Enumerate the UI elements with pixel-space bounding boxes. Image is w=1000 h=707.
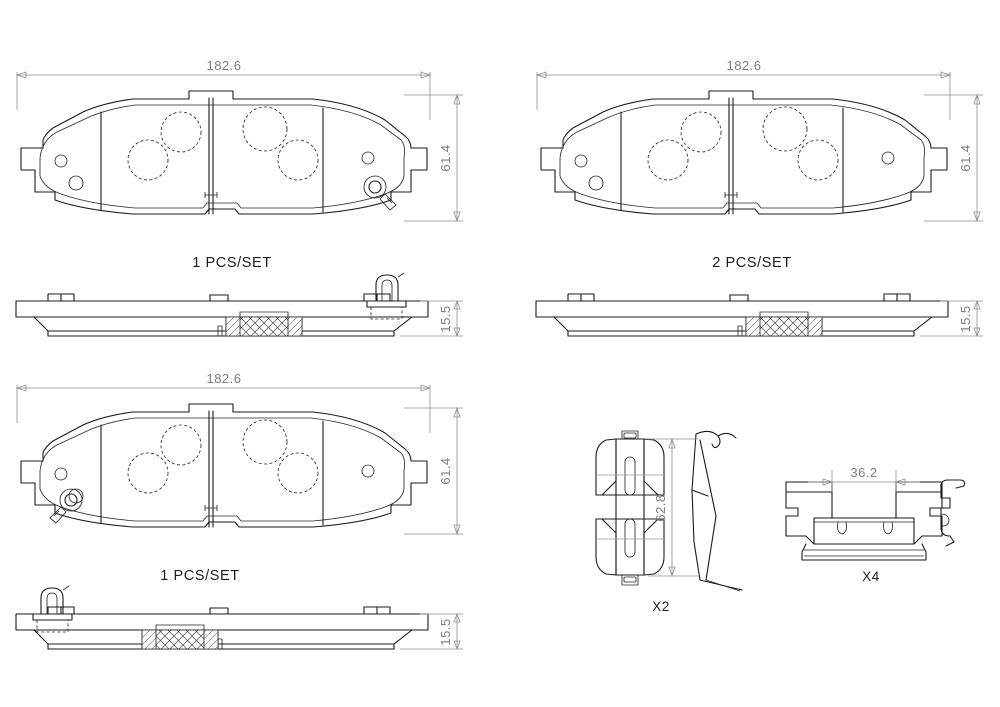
brake-pad-plan-a <box>20 90 428 215</box>
view-accessory-shim: 36.2 X4 <box>785 465 966 584</box>
dimension-thickness-top-left: 15.5 <box>400 299 463 338</box>
dimension-width-label: 182.6 <box>726 58 761 73</box>
view-top-left: 182.6 61.4 1 PCS/SET <box>15 58 463 338</box>
view-accessory-clip: 62.8 X2 <box>595 430 743 614</box>
dimension-height-bottom-left: 61.4 <box>404 406 463 536</box>
quantity-label-bottom-left: 1 PCS/SET <box>160 568 240 584</box>
abutment-shim-side <box>940 479 966 547</box>
view-bottom-left: 182.6 61.4 1 PCS/SET <box>15 371 463 651</box>
dimension-height-top-right: 61.4 <box>924 93 983 223</box>
dimension-clip-height-label: 62.8 <box>653 494 668 521</box>
dimension-width-top-right: 182.6 <box>535 58 952 120</box>
quantity-label-clip: X2 <box>652 599 670 614</box>
dimension-thickness-bottom-left: 15.5 <box>400 612 463 651</box>
quantity-label-shim: X4 <box>862 569 880 584</box>
dimension-width-label: 182.6 <box>206 58 241 73</box>
dimension-height-label: 61.4 <box>438 457 453 484</box>
dimension-width-top-left: 182.6 <box>15 58 432 120</box>
dimension-width-label: 182.6 <box>206 371 241 386</box>
dimension-thickness-label: 15.5 <box>958 305 973 332</box>
dimension-shim-width: 36.2 <box>808 465 920 492</box>
brake-pad-section-c <box>15 585 429 650</box>
wear-sensor-clip-a <box>366 272 407 320</box>
brake-pad-plan-c <box>20 403 428 528</box>
brake-pad-section-a <box>15 272 429 337</box>
dimension-clip-height: 62.8 <box>648 437 698 578</box>
dimension-width-bottom-left: 182.6 <box>15 371 432 433</box>
anti-rattle-clip-side <box>691 430 743 592</box>
anti-rattle-clip-front <box>595 430 665 586</box>
dimension-height-top-left: 61.4 <box>404 93 463 223</box>
dimension-thickness-top-right: 15.5 <box>920 299 983 338</box>
dimension-shim-width-label: 36.2 <box>850 465 877 480</box>
wear-sensor-clip-c <box>32 585 73 633</box>
quantity-label-top-right: 2 PCS/SET <box>712 255 792 271</box>
brake-pad-section-b <box>535 293 949 337</box>
dimension-height-label: 61.4 <box>438 144 453 171</box>
brake-pad-plan-b <box>540 90 948 215</box>
view-top-right: 182.6 61.4 2 PCS/SET 15.5 <box>535 58 983 338</box>
abutment-shim-front <box>785 481 943 561</box>
dimension-thickness-label: 15.5 <box>438 305 453 332</box>
dimension-height-label: 61.4 <box>958 144 973 171</box>
quantity-label-top-left: 1 PCS/SET <box>192 255 272 271</box>
dimension-thickness-label: 15.5 <box>438 618 453 645</box>
